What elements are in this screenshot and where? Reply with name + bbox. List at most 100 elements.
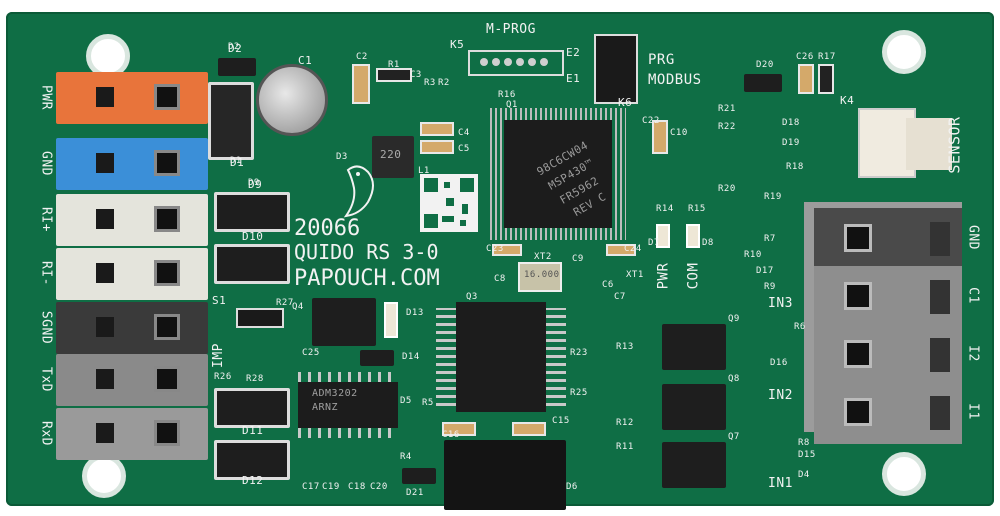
designator-c9: C9 [572,254,584,264]
terminal-wire-slot [96,317,114,337]
terminal-gnd[interactable]: GND [39,138,208,190]
capacitor-c16 [442,422,476,436]
designator-r15: R15 [688,204,706,214]
terminal-screw[interactable] [844,398,872,426]
qr-code [420,174,478,232]
designator-r26: R26 [214,372,232,382]
designator-c26: C26 [796,52,814,62]
designator-r9: R9 [764,282,776,292]
terminal-screw[interactable] [844,224,872,252]
terminal-rxd[interactable]: RxD [39,408,208,460]
terminal-txd[interactable]: TxD [39,354,208,406]
designator-r28: R28 [246,374,264,384]
optocoupler-q7 [662,442,726,488]
designator-r23: R23 [570,348,588,358]
designator-c10: C10 [670,128,688,138]
jumper-header-k6[interactable] [594,34,638,104]
capacitor-c15 [512,422,546,436]
label-sensor: SENSOR [945,116,964,174]
label-in3: IN3 [768,296,793,311]
label-k4: K4 [840,94,855,107]
terminal-screw[interactable] [154,260,180,286]
terminal-wire-slot [96,87,114,107]
terminal-i1[interactable] [814,382,962,444]
designator-d1: D1 [230,156,245,169]
designator-d9: D9 [248,178,260,188]
designator-r17: R17 [818,52,836,62]
designator-r13: R13 [616,342,634,352]
designator-d2: D2 [228,42,240,52]
jumper-s1[interactable] [236,308,284,328]
terminal-sgnd[interactable]: SGND [39,302,208,354]
inductor-l1 [372,136,414,178]
terminal-label: SGND [38,310,54,345]
designator-r19: R19 [764,192,782,202]
designator-d15: D15 [798,450,816,460]
designator-r21: R21 [718,104,736,114]
terminal-screw[interactable] [154,366,180,392]
terminal-pwr[interactable]: PWR [39,72,208,124]
terminal-screw[interactable] [844,340,872,368]
inductor-marking: 220 [380,148,402,161]
programming-pad [504,58,512,66]
designator-c18: C18 [348,482,366,492]
designator-c22: C22 [642,116,660,126]
terminal-i2[interactable] [814,324,962,386]
optocoupler-q8 [662,384,726,430]
terminal-wire-slot [930,222,950,256]
diode-d20 [744,74,782,92]
terminal-c1[interactable] [814,266,962,328]
diode-d14 [360,350,394,366]
terminal-wire-slot [96,209,114,229]
capacitor-c5 [420,140,454,154]
terminal-screw[interactable] [154,314,180,340]
designator-r1: R1 [388,60,400,70]
designator-l1: L1 [418,166,430,176]
terminal-wire-slot [930,338,950,372]
terminal-ri-[interactable]: RI- [39,248,208,300]
crystal-marking: 16.000 [524,270,560,280]
papouch-logo [338,162,384,218]
diode-d11 [214,388,290,428]
designator-d2: D2 [228,42,243,55]
capacitor-c4 [420,122,454,136]
model-name: QUIDO RS 3-0 [294,240,439,264]
terminal-screw[interactable] [844,282,872,310]
designator-c17: C17 [302,482,320,492]
label-in2: IN2 [768,388,793,403]
designator-d5: D5 [400,396,412,406]
terminal-label: TxD [38,367,54,392]
terminal-screw[interactable] [154,206,180,232]
designator-c1: C1 [298,54,313,67]
terminal-label: RI+ [38,207,54,232]
programming-pad [540,58,548,66]
designator-q9: Q9 [728,314,740,324]
electrolytic-capacitor [256,64,328,136]
diode-d2 [218,58,256,76]
terminal-wire-slot [930,280,950,314]
capacitor-c2 [352,64,370,104]
designator-c16: C16 [442,430,460,440]
resistor [376,68,412,82]
label-imp: IMP [210,343,226,368]
terminal-screw[interactable] [154,84,180,110]
mounting-hole [882,30,926,74]
designator-r2: R2 [438,78,450,88]
diode-d1 [208,82,254,160]
label-com: COM [685,262,702,290]
designator-d13: D13 [406,308,424,318]
terminal-screw[interactable] [154,420,180,446]
terminal-ri-[interactable]: RI+ [39,194,208,246]
designator-c23: C23 [486,244,504,254]
designator-d6: D6 [566,482,578,492]
terminal-label: RI- [38,261,54,286]
terminal-screw[interactable] [154,150,180,176]
designator-d20: D20 [756,60,774,70]
designator-c24: C24 [624,244,642,254]
terminal-gnd[interactable] [814,208,962,270]
m-prog-connector [468,50,564,76]
designator-q1: Q1 [506,100,518,110]
terminal-label: RxD [38,421,54,446]
designator-r7: R7 [764,234,776,244]
